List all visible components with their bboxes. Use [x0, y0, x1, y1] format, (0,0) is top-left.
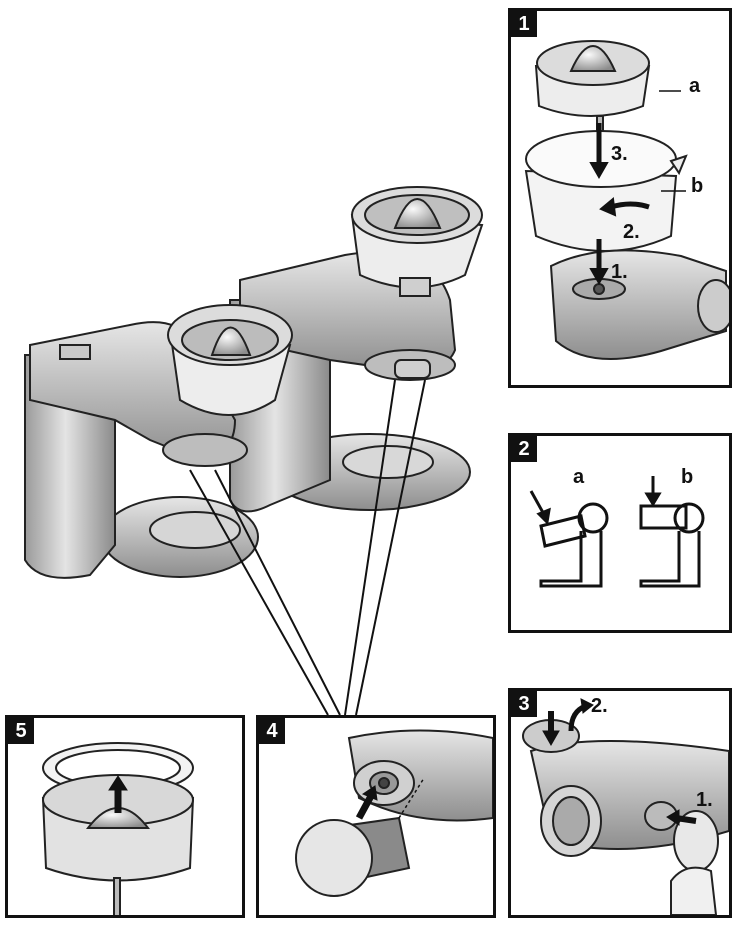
panel-3: 3 2. 1.	[508, 688, 732, 918]
panel-1-label-a: a	[689, 75, 701, 97]
panel-2-label-a: a	[573, 466, 585, 488]
panel-4-number: 4	[259, 718, 285, 744]
panel-3-step-2: 2.	[591, 695, 608, 717]
position-a-diagram	[529, 490, 609, 588]
panel-1-label-b: b	[691, 175, 704, 197]
panel-2-number: 2	[511, 436, 537, 462]
panel-3-number: 3	[511, 691, 537, 717]
panel-1-step-2: 2.	[623, 221, 640, 243]
panel-5-number: 5	[8, 718, 34, 744]
panel-1-number: 1	[511, 11, 537, 37]
reamer-illustration	[534, 40, 651, 157]
panel-1-step-1: 1.	[611, 261, 628, 283]
front-juicer	[167, 304, 293, 416]
mixer-arm-illustration	[549, 249, 729, 360]
panel-3-step-1: 1.	[696, 789, 713, 811]
panel-4: 4	[256, 715, 496, 918]
panel-2: 2 a b	[508, 433, 732, 633]
panel-5: 5	[5, 715, 245, 918]
panel-1: 1	[508, 8, 732, 388]
position-b-diagram	[639, 476, 705, 588]
panel-1-step-3: 3.	[611, 143, 628, 165]
panel-2-label-b: b	[681, 466, 694, 488]
back-juicer	[350, 186, 484, 297]
callout-lines	[189, 379, 426, 716]
